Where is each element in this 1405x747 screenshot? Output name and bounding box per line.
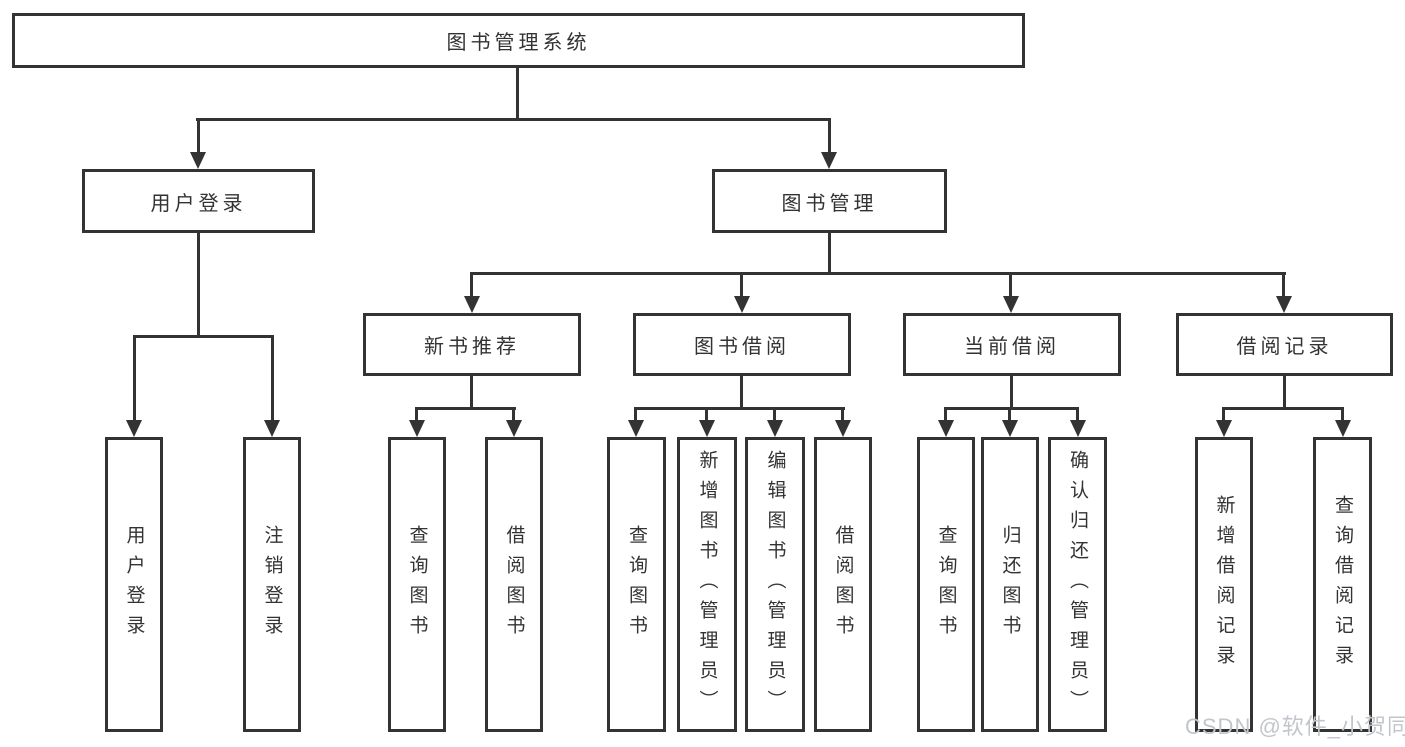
connector-book-management-rail <box>470 272 1286 275</box>
arrow-down-icon <box>821 152 837 169</box>
connector-to-new-book <box>470 272 473 298</box>
connector-leaf-stub <box>1222 407 1225 422</box>
connector-new-book-rail <box>415 407 516 410</box>
connector-borrow-record-rail <box>1222 407 1344 410</box>
arrow-down-icon <box>1335 420 1351 437</box>
leaf-edit-book-admin: 编辑图书（管理员） <box>745 437 805 732</box>
connector-user-login-rail <box>133 335 274 338</box>
leaf-add-book-admin: 新增图书（管理员） <box>677 437 737 732</box>
connector-to-leaf-login <box>133 335 136 421</box>
connector-to-leaf-logout <box>271 335 274 421</box>
node-book-borrow: 图书借阅 <box>633 313 851 376</box>
arrow-down-icon <box>264 420 280 437</box>
connector-leaf-stub <box>773 407 776 422</box>
connector-leaf-stub <box>1076 407 1079 422</box>
arrow-down-icon <box>1003 296 1019 313</box>
connector-leaf-stub <box>1008 407 1011 422</box>
connector-book-management-stem <box>828 233 831 272</box>
arrow-down-icon <box>126 420 142 437</box>
arrow-down-icon <box>767 420 783 437</box>
leaf-borrow-books-recommend: 借阅图书 <box>485 437 543 732</box>
arrow-down-icon <box>1216 420 1232 437</box>
connector-leaf-stub <box>841 407 844 422</box>
arrow-down-icon <box>409 420 425 437</box>
arrow-down-icon <box>628 420 644 437</box>
connector-leaf-stub <box>512 407 515 422</box>
arrow-down-icon <box>699 420 715 437</box>
node-root: 图书管理系统 <box>12 13 1025 68</box>
node-book-management-branch: 图书管理 <box>712 169 947 233</box>
connector-to-borrow-record <box>1282 272 1285 298</box>
connector-new-book-stem <box>470 376 473 407</box>
connector-current-borrow-stem <box>1010 376 1013 407</box>
connector-user-login-stem <box>197 233 200 335</box>
leaf-query-borrow-record: 查询借阅记录 <box>1313 437 1372 732</box>
leaf-logout: 注销登录 <box>243 437 301 732</box>
connector-to-user-login <box>197 118 200 156</box>
leaf-borrow-books: 借阅图书 <box>814 437 872 732</box>
arrow-down-icon <box>835 420 851 437</box>
connector-leaf-stub <box>705 407 708 422</box>
arrow-down-icon <box>734 296 750 313</box>
node-current-borrow: 当前借阅 <box>903 313 1121 376</box>
arrow-down-icon <box>1070 420 1086 437</box>
arrow-down-icon <box>464 296 480 313</box>
leaf-confirm-return-admin: 确认归还（管理员） <box>1048 437 1107 732</box>
leaf-return-books: 归还图书 <box>981 437 1039 732</box>
leaf-query-books-recommend: 查询图书 <box>388 437 446 732</box>
arrow-down-icon <box>190 152 206 169</box>
connector-leaf-stub <box>634 407 637 422</box>
node-user-login-branch: 用户登录 <box>82 169 315 233</box>
connector-book-borrow-stem <box>740 376 743 407</box>
leaf-query-books-current: 查询图书 <box>917 437 975 732</box>
connector-to-book-borrow <box>740 272 743 298</box>
leaf-add-borrow-record: 新增借阅记录 <box>1195 437 1253 732</box>
connector-to-book-management <box>828 118 831 156</box>
connector-leaf-stub <box>1341 407 1344 422</box>
connector-to-current-borrow <box>1009 272 1012 298</box>
leaf-user-login: 用户登录 <box>105 437 163 732</box>
arrow-down-icon <box>506 420 522 437</box>
connector-root-stem <box>516 68 519 118</box>
connector-leaf-stub <box>944 407 947 422</box>
connector-current-borrow-rail <box>944 407 1079 410</box>
connector-book-borrow-rail <box>634 407 845 410</box>
node-new-book-recommend: 新书推荐 <box>363 313 581 376</box>
leaf-query-books-borrow: 查询图书 <box>607 437 666 732</box>
arrow-down-icon <box>1276 296 1292 313</box>
arrow-down-icon <box>1002 420 1018 437</box>
node-borrow-record: 借阅记录 <box>1176 313 1393 376</box>
connector-root-rail <box>196 118 831 121</box>
connector-leaf-stub <box>415 407 418 422</box>
arrow-down-icon <box>938 420 954 437</box>
csdn-watermark: CSDN @软件_小贺同学 <box>1185 714 1405 739</box>
connector-borrow-record-stem <box>1283 376 1286 407</box>
